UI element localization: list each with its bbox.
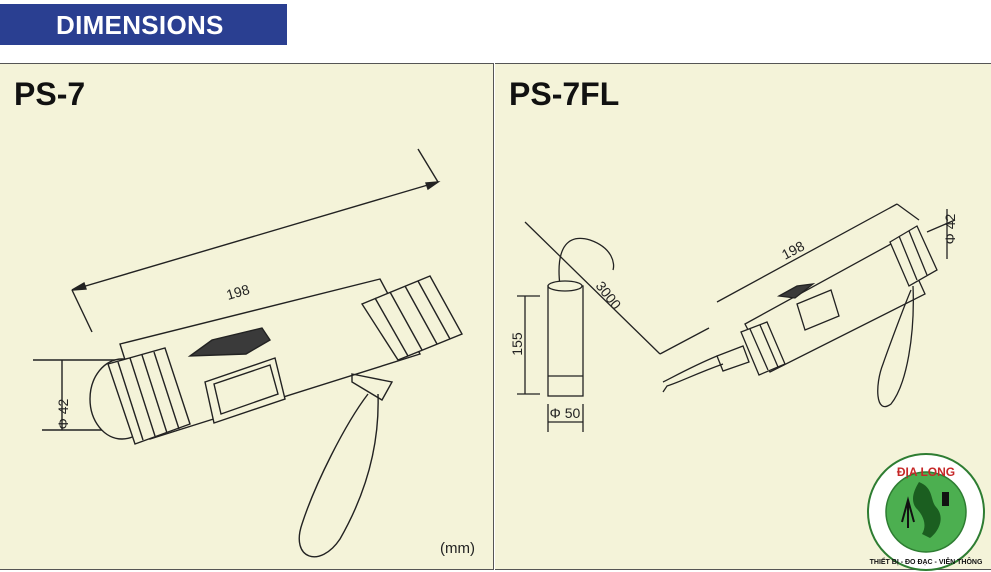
ps7fl-probe-diameter-label: Φ 50: [550, 405, 581, 421]
ps7-model-title: PS-7: [14, 76, 86, 112]
ps7-length-label: 198: [224, 281, 251, 303]
section-title: DIMENSIONS: [56, 10, 224, 40]
ps7fl-diameter-label: Φ 42: [942, 213, 958, 244]
section-header: DIMENSIONS: [0, 4, 287, 45]
ps7-drawing: 198 Φ 42: [33, 148, 463, 558]
ps7fl-model-title: PS-7FL: [509, 76, 620, 112]
ps7fl-length-label: 198: [779, 237, 807, 262]
ps7-panel: PS-7 (mm): [0, 63, 494, 570]
unit-label: (mm): [440, 540, 475, 557]
logo-badge: ĐỊA LONG THIẾT BỊ - ĐO ĐẠC - VIỄN THÔNG: [867, 453, 985, 571]
ps7fl-drawing: 198 Φ 42 3000 155 Φ 50: [509, 203, 958, 432]
ps7fl-height-label: 155: [509, 332, 525, 356]
logo-bottom-text: THIẾT BỊ - ĐO ĐẠC - VIỄN THÔNG: [870, 556, 983, 566]
ps7fl-cable-label: 3000: [593, 278, 625, 313]
dia-long-logo: ĐỊA LONG THIẾT BỊ - ĐO ĐẠC - VIỄN THÔNG: [864, 452, 988, 572]
ps7-diameter-label: Φ 42: [55, 398, 71, 429]
logo-top-text: ĐỊA LONG: [897, 465, 955, 479]
